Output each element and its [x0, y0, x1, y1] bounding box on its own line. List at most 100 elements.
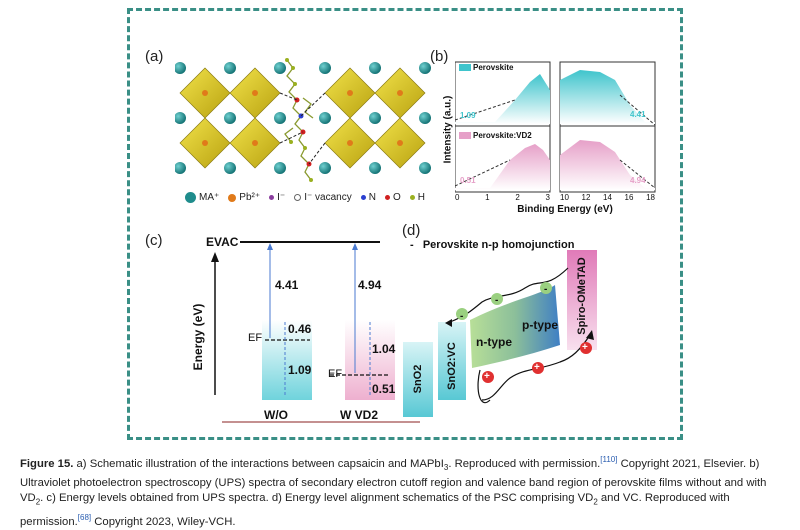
caption-lead: Figure 15.: [20, 457, 74, 470]
caption-text: Copyright 2023, Wiley-VCH.: [91, 515, 236, 528]
tick: 0: [455, 193, 460, 202]
caption-text: . Reproduced with permission.: [448, 457, 601, 470]
ups-ylabel-box: Intensity (a.u.): [440, 62, 454, 202]
tick: 12: [581, 193, 591, 202]
energy-level-diagram: [211, 241, 420, 423]
electron-sign: -: [495, 295, 499, 306]
sno2-label-box: SnO2: [408, 365, 428, 394]
panel-c-label: (c): [145, 232, 163, 249]
ups-ylabel: Intensity (a.u.): [442, 95, 454, 164]
molecule-atoms: [285, 58, 313, 182]
panel-b-label: (b): [430, 48, 449, 65]
ma-icon: [185, 192, 196, 203]
figure-caption: Figure 15. a) Schematic illustration of …: [20, 452, 780, 530]
sno2-label: SnO2: [412, 364, 424, 394]
energy-ylabel-box: Energy (eV): [188, 304, 208, 371]
capsaicin-molecule: [284, 59, 314, 181]
tick: 3: [545, 193, 550, 202]
iodide-icon: [269, 195, 275, 200]
tick: 1: [485, 193, 490, 202]
ups-right-ticks: 10 12 14 16 18: [560, 193, 655, 202]
legend-label: MA⁺: [199, 192, 220, 203]
legend-item: MA⁺: [185, 192, 219, 203]
hole-sign: +: [582, 342, 588, 353]
sno2vc-label-box: SnO2:VC: [442, 342, 462, 390]
hydrogen-icon: [409, 195, 415, 200]
bullet: -: [410, 239, 414, 251]
ups-curve-top-right: [560, 70, 655, 124]
ups-value-top-left: 1.09: [460, 111, 476, 120]
homojunction-title: - Perovskite n-p homojunction: [410, 239, 574, 251]
ptype-label: p-type: [522, 318, 558, 332]
wf-value-vd2: 4.94: [358, 278, 382, 292]
ups-fit-lines: [455, 94, 656, 189]
label-wo: W/O: [264, 408, 288, 422]
sno2vc-label: SnO2:VC: [446, 342, 458, 390]
ups-curve-bottom-left: [455, 144, 550, 190]
energy-ylabel: Energy (eV): [191, 303, 205, 371]
ma-cations: [175, 62, 431, 174]
caption-text: Copyright 2021, Elsevier. b) Ultraviolet…: [20, 457, 767, 505]
ups-curve-top-left: [455, 74, 550, 124]
caption-text: a) Schematic illustration of the interac…: [73, 457, 444, 470]
octahedra-left: [179, 67, 281, 169]
caption-sub: 2: [35, 497, 41, 507]
np-junction: [470, 285, 560, 368]
gap-top-vd2: 1.04: [372, 342, 396, 356]
legend-item: I⁻: [269, 192, 285, 203]
holes: [482, 342, 592, 383]
electrons: [456, 282, 552, 320]
ups-legend-bottom: Perovskite:VD2: [473, 131, 532, 140]
ups-curve-bottom-right: [560, 140, 655, 190]
arrow-up-icon: [267, 243, 273, 250]
gap-bottom-wo: 1.09: [288, 363, 312, 377]
ntype-label: n-type: [476, 335, 512, 349]
legend-label: H: [417, 192, 425, 203]
legend-item: O: [384, 192, 401, 203]
arrow-up-icon: [352, 243, 358, 250]
sno2vc-bar: [438, 322, 466, 400]
electron-sign: -: [544, 284, 548, 295]
caption-sub: 2: [593, 497, 598, 507]
ups-right-frame: [559, 61, 656, 193]
legend-label: I⁻: [277, 192, 286, 203]
tick: 2: [515, 193, 520, 202]
ups-value-bottom-right: 4.94: [630, 176, 646, 185]
ups-legend-top: Perovskite: [473, 63, 514, 72]
wf-arrows: [269, 246, 356, 373]
reference-link[interactable]: [110]: [600, 455, 618, 464]
panel-a-legend: MA⁺ Pb²⁺ I⁻ I⁻ vacancy N O H: [185, 192, 434, 203]
hole-sign: +: [534, 362, 540, 373]
legend-label: Pb²⁺: [239, 192, 261, 203]
legend-swatch-vd2: [459, 132, 471, 139]
ups-xlabel: Binding Energy (eV): [517, 204, 613, 215]
legend-label: I⁻ vacancy: [304, 192, 352, 203]
homojunction-schematic: [403, 250, 597, 417]
ups-value-bottom-left: 0.51: [460, 176, 476, 185]
panel-a-label: (a): [145, 48, 164, 65]
legend-label: O: [392, 192, 401, 203]
legend-item: I⁻ vacancy: [294, 192, 352, 203]
ups-left-frame: [455, 61, 551, 193]
ef-label-left: EF: [248, 332, 263, 344]
arrow-left-icon: [445, 319, 452, 327]
octahedra-right: [324, 67, 426, 169]
legend-swatch-perovskite: [459, 64, 471, 71]
sno2-bar: [403, 342, 433, 417]
legend-item: Pb²⁺: [228, 192, 260, 203]
ef-label-right: EF: [328, 368, 343, 380]
reference-link[interactable]: [68]: [77, 512, 92, 522]
tick: 18: [646, 193, 655, 202]
ups-value-top-right: 4.41: [630, 110, 646, 119]
figure-frame: [127, 8, 683, 440]
vacancy-icon: [294, 194, 302, 201]
electron-sign: -: [460, 311, 464, 322]
wf-value-wo: 4.41: [275, 278, 299, 292]
arrow-up-icon: [586, 330, 594, 340]
caption-text: and VC. Reproduced with permission.: [20, 492, 730, 528]
tick: 16: [624, 193, 634, 202]
gap-arrows: [284, 322, 371, 395]
caption-sub: 3: [443, 463, 449, 473]
legend-item: H: [409, 192, 425, 203]
tick: 10: [560, 193, 569, 202]
